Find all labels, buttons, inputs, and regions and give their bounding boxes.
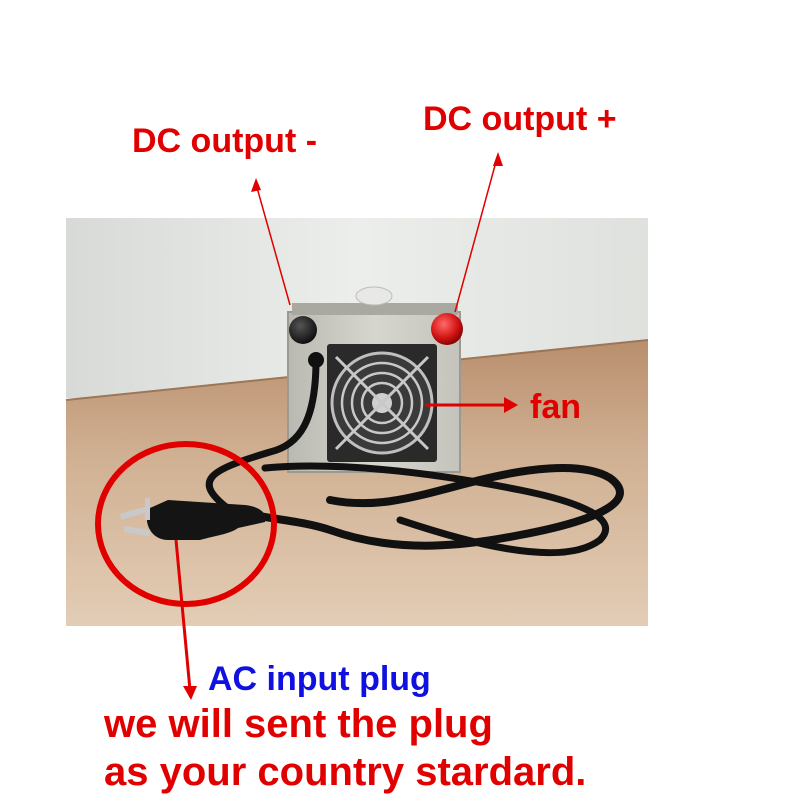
cooling-fan — [327, 344, 437, 462]
label-plug-note-line1: we will sent the plug — [104, 702, 493, 746]
label-dc-output-plus: DC output + — [423, 100, 617, 138]
arrowhead-dc-minus — [251, 178, 261, 192]
power-cord — [205, 356, 624, 557]
label-fan: fan — [530, 388, 581, 426]
label-dc-output-minus: DC output - — [132, 122, 318, 160]
arrow-dc-minus — [255, 183, 291, 306]
top-knob — [355, 286, 393, 306]
label-ac-input-plug: AC input plug — [208, 660, 431, 698]
table-surface — [66, 340, 648, 626]
terminal-minus — [289, 316, 317, 344]
arrow-dc-plus — [454, 157, 498, 313]
plug-highlight-circle — [95, 441, 277, 607]
arrowhead-fan — [504, 397, 518, 413]
label-plug-note-line2: as your country stardard. — [104, 750, 587, 794]
arrow-plug — [174, 539, 192, 691]
terminal-plus — [431, 313, 463, 345]
arrowhead-dc-plus — [493, 152, 503, 166]
ac-plug — [119, 498, 266, 540]
annotations — [95, 152, 518, 700]
arrowhead-plug — [183, 686, 197, 700]
